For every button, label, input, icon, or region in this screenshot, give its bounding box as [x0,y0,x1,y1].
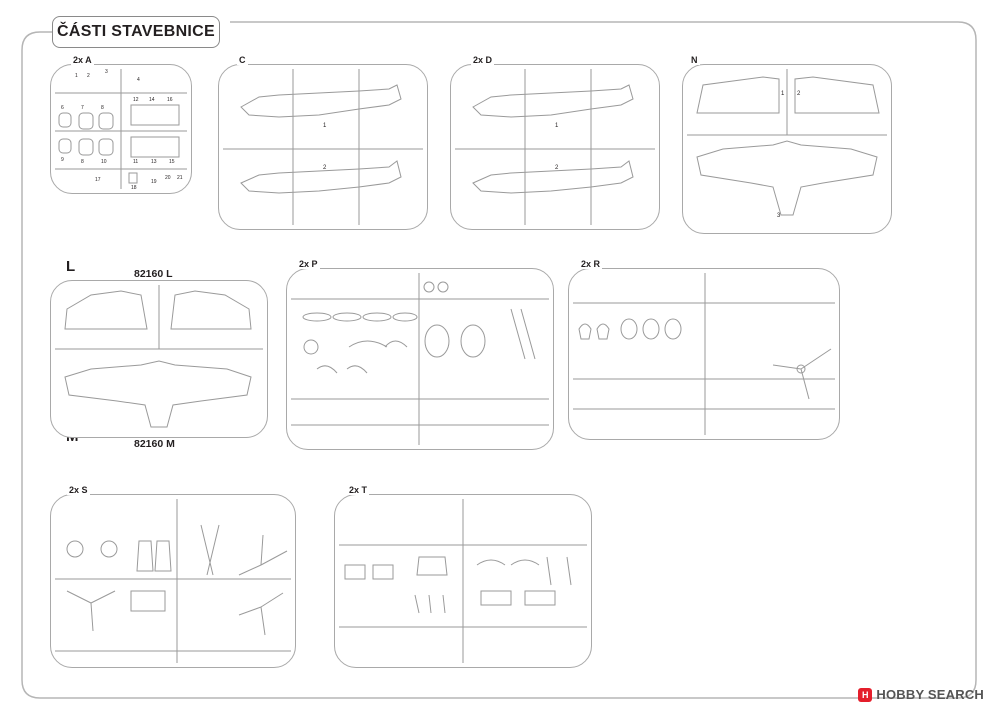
hobby-search-watermark: H HOBBY SEARCH [858,687,984,702]
sprue-n-label: N [689,55,700,65]
sprue-s-label: 2x S [67,485,90,495]
svg-text:19: 19 [151,179,157,185]
sprue-l-letter: L [66,258,76,275]
svg-text:6: 6 [61,105,64,111]
svg-text:11: 11 [133,159,138,165]
watermark-text: HOBBY SEARCH [876,687,984,702]
sprue-t-panel: 2x T [334,485,592,668]
svg-text:3: 3 [777,213,781,219]
svg-text:13: 13 [151,159,157,165]
svg-text:8: 8 [81,159,84,165]
svg-text:3: 3 [105,69,108,75]
sprue-l-code: 82160 L [134,268,173,280]
sprue-p-label: 2x P [297,259,320,269]
svg-text:12: 12 [133,97,139,103]
sprue-s-drawing [55,499,291,663]
svg-text:17: 17 [95,177,101,183]
sprue-t-drawing [339,499,587,663]
svg-text:1: 1 [75,73,78,79]
sprue-n-drawing: 1 2 3 [687,69,887,219]
svg-text:8: 8 [101,105,104,111]
svg-text:15: 15 [169,159,175,165]
svg-text:1: 1 [555,123,559,129]
svg-text:2: 2 [555,165,559,171]
hobby-search-logo-icon: H [858,687,873,702]
svg-text:14: 14 [149,97,155,103]
svg-text:2: 2 [797,91,801,97]
svg-text:7: 7 [81,105,84,111]
svg-text:1: 1 [781,91,785,97]
svg-text:4: 4 [137,77,140,83]
sprue-r-label: 2x R [579,259,603,269]
svg-text:1: 1 [323,123,327,129]
sprue-p-panel: 2x P [286,259,554,450]
sprue-p-drawing [291,273,549,445]
svg-text:20: 20 [165,175,171,181]
sprue-r-panel: 2x R [568,259,840,440]
sprue-c-label: C [237,55,248,65]
sprue-m-code: 82160 M [134,438,175,450]
svg-text:18: 18 [131,185,137,191]
sprue-a-label: 2x A [71,55,94,65]
sprue-r-drawing [573,273,835,435]
sprue-n-panel: N 1 2 3 [682,55,892,234]
svg-text:16: 16 [167,97,173,103]
sprue-d-drawing: 12 [455,69,655,225]
svg-text:2: 2 [323,165,327,171]
sprue-lm-drawing [55,285,263,428]
svg-text:21: 21 [177,175,183,181]
sprue-c-drawing: 12 [223,69,423,225]
svg-text:10: 10 [101,159,107,165]
sprue-d-label: 2x D [471,55,495,65]
page-title: ČÁSTI STAVEBNICE [52,16,220,48]
svg-text:2: 2 [87,73,90,79]
svg-text:9: 9 [61,157,64,163]
sprue-s-panel: 2x S [50,485,296,668]
sprue-t-label: 2x T [347,485,370,495]
sprue-lm-panel [50,280,268,438]
